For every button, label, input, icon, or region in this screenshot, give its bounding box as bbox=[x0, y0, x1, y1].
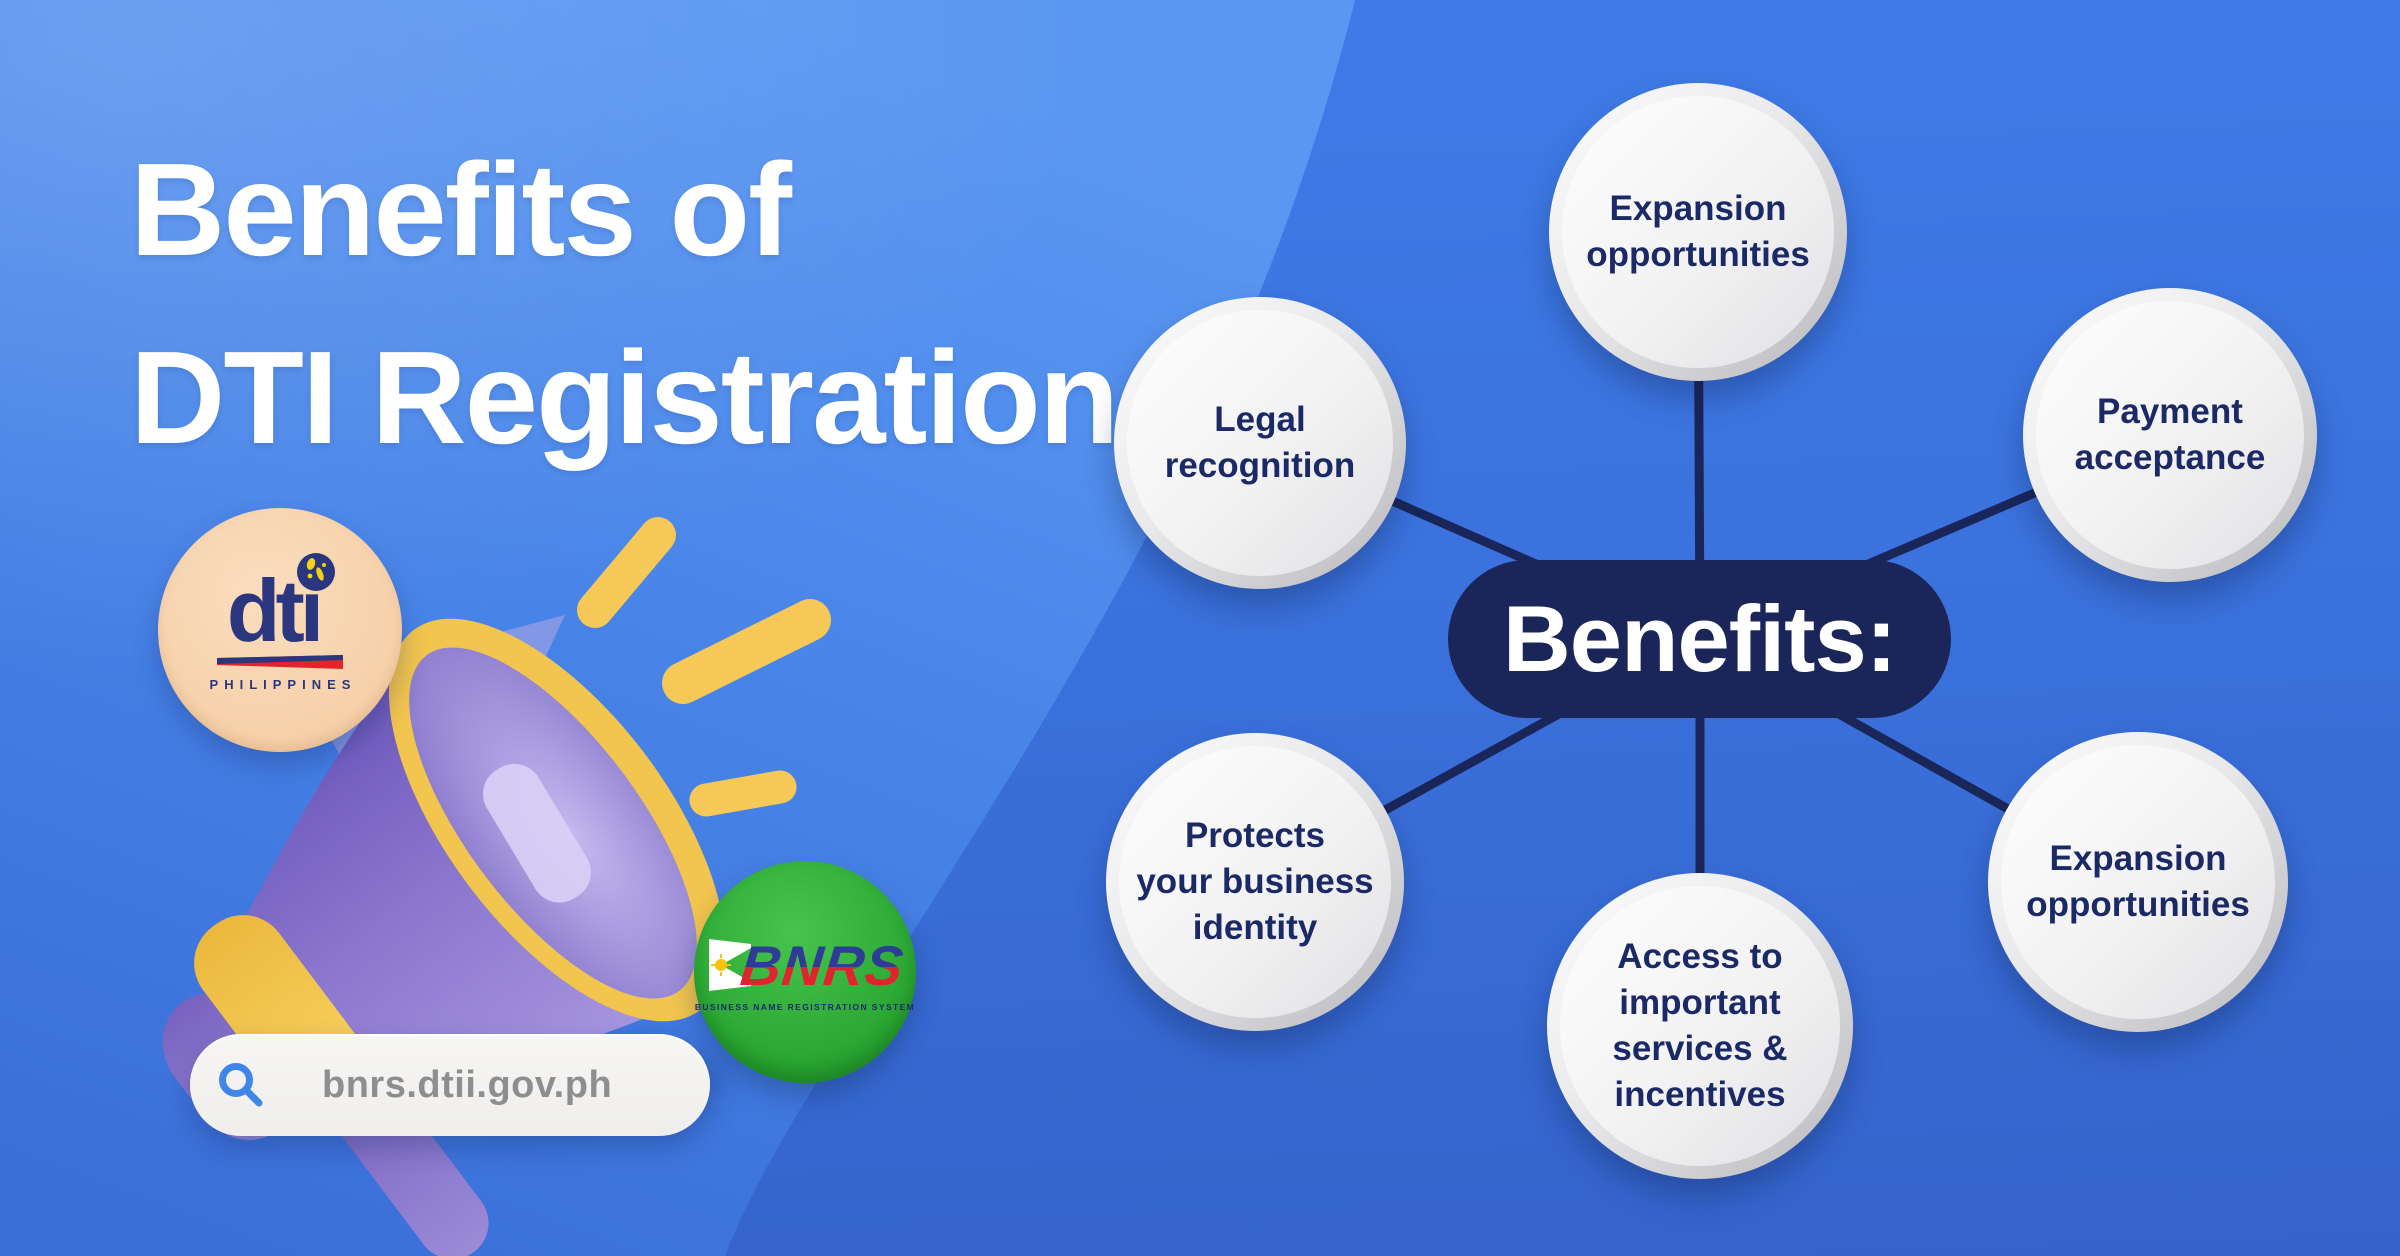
search-bar[interactable]: bnrs.dtii.gov.ph bbox=[190, 1034, 710, 1136]
search-url-text: bnrs.dtii.gov.ph bbox=[322, 1063, 613, 1106]
mindmap-node-payment-acceptance: Payment acceptance bbox=[2023, 288, 2317, 582]
page-title: Benefits of DTI Registration bbox=[130, 116, 1119, 492]
dti-logo-bar bbox=[217, 654, 343, 669]
node-label: Expansion opportunities bbox=[1586, 188, 1810, 274]
mindmap-node-protects-identity: Protects your business identity bbox=[1106, 733, 1404, 1031]
mindmap-node-legal-recognition: Legal recognition bbox=[1114, 297, 1406, 589]
dti-logo-subtext: PHILIPPINES bbox=[209, 676, 357, 692]
search-icon bbox=[219, 1063, 263, 1107]
mindmap-node-expansion-top: Expansion opportunities bbox=[1549, 83, 1847, 381]
title-line-2: DTI Registration bbox=[130, 324, 1119, 471]
dti-logo-badge: dti PHILIPPINES bbox=[158, 508, 402, 752]
node-label: Legal recognition bbox=[1164, 399, 1356, 485]
dti-globe-icon bbox=[297, 553, 335, 591]
bnrs-logo-badge: BNRS BUSINESS NAME REGISTRATION SYSTEM bbox=[694, 861, 916, 1083]
mindmap-node-access-services: Access to important services & incentive… bbox=[1547, 873, 1853, 1179]
node-label: Payment acceptance bbox=[2074, 391, 2266, 477]
title-line-1: Benefits of bbox=[130, 136, 792, 283]
bnrs-logo-subtext: BUSINESS NAME REGISTRATION SYSTEM bbox=[694, 1001, 916, 1012]
node-label: Access to important services & incentive… bbox=[1612, 936, 1788, 1115]
megaphone-highlight bbox=[483, 763, 591, 903]
node-label: Protects your business identity bbox=[1136, 815, 1374, 948]
ph-flag-icon bbox=[708, 939, 751, 991]
mindmap-center: Benefits: bbox=[1448, 560, 1951, 718]
sound-lines-icon bbox=[577, 517, 831, 817]
node-label: Expansion opportunities bbox=[2026, 838, 2250, 924]
mindmap-node-expansion-bottom: Expansion opportunities bbox=[1988, 732, 2288, 1032]
mindmap-center-label: Benefits: bbox=[1502, 586, 1897, 691]
